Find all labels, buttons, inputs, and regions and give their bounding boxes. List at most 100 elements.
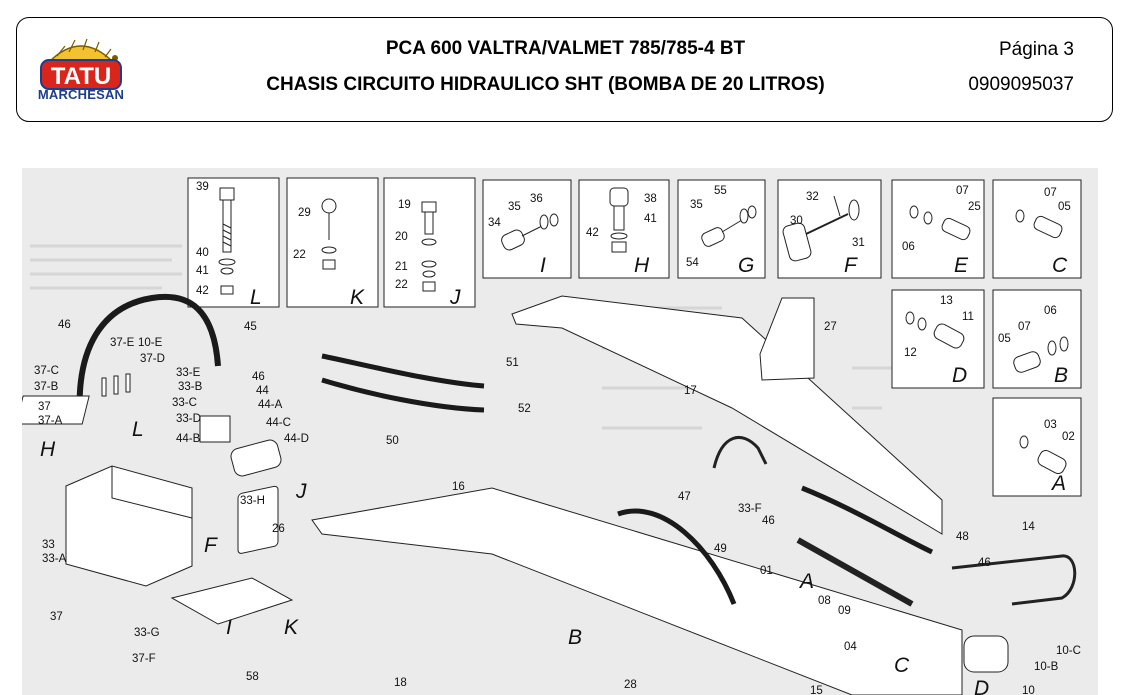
callout-50: 50 [386,435,399,447]
callout-10-C: 10-C [1056,645,1081,657]
callout-05: 05 [998,333,1011,345]
callout-26: 26 [272,523,285,535]
main-callouts: 46 37-E 10-E 37-D 37-C 37-B 37 37-A H 33… [34,319,1081,695]
arrow-letter-H: H [40,438,56,461]
arrow-letter-J: J [295,480,307,503]
callout-37: 37 [38,401,51,413]
callout-27: 27 [824,321,837,333]
tube-14 [951,554,1077,606]
callout-18: 18 [394,677,407,689]
callout-02: 02 [1062,431,1075,443]
arrow-letter-B: B [568,626,582,649]
callout-44-A: 44-A [258,399,283,411]
callout-16: 16 [452,481,465,493]
callout-46: 46 [978,557,991,569]
panel-letter-H: H [634,254,650,277]
document-title: PCA 600 VALTRA/VALMET 785/785-4 BT [385,38,746,59]
callout-04: 04 [844,641,857,653]
callout-49: 49 [714,543,727,555]
panel-letter-B: B [1054,364,1068,387]
callout-55: 55 [714,185,727,197]
detail-panel-I: 35 36 34 I [488,193,559,277]
shaft-08 [796,537,914,607]
callout-33-B: 33-B [178,381,203,393]
panel-letter-F: F [844,254,858,277]
callout-15: 15 [810,685,823,695]
panel-letter-J: J [449,286,461,309]
brand-name: MARCHESAN [37,87,125,102]
callout-35: 35 [690,199,703,211]
callout-11: 11 [962,311,974,323]
flow-valve-44 [199,415,282,477]
detail-panel-F: 32 30 31 F [782,191,865,277]
callout-33-A: 33-A [42,553,67,565]
detail-panel-H: 38 41 42 H [586,187,657,277]
callout-37: 37 [50,611,63,623]
callout-22: 22 [293,249,306,261]
panel-letter-D: D [952,364,967,387]
callout-21: 21 [395,261,408,273]
diagram-canvas: 39 40 41 42 L 29 22 K 19 20 21 2 [22,177,1082,695]
callout-28: 28 [624,679,637,691]
callout-13: 13 [940,295,953,307]
panel-letter-I: I [540,254,546,277]
hose-49 [617,508,737,605]
exploded-parts-diagram: 39 40 41 42 L 29 22 K 19 20 21 2 [22,168,1098,695]
arrow-letter-F: F [204,534,218,557]
callout-44-D: 44-D [284,433,309,445]
detail-panel-B: 06 07 05 B [998,305,1069,387]
callout-37-E: 37-E [110,337,135,349]
callout-03: 03 [1044,419,1057,431]
callout-06: 06 [902,241,915,253]
callout-39: 39 [196,181,209,193]
callout-44: 44 [256,385,269,397]
callout-33: 33 [42,539,55,551]
detail-panel-K: 29 22 K [293,198,365,309]
callout-33-E: 33-E [176,367,201,379]
callout-19: 19 [398,199,411,211]
callout-32: 32 [806,191,819,203]
callout-37-C: 37-C [34,365,59,377]
callout-33-H: 33-H [240,495,265,507]
callout-34: 34 [488,217,501,229]
arrow-letter-D: D [974,677,989,695]
control-valve-top [22,373,131,425]
callout-51: 51 [506,357,519,369]
detail-panel-D: 13 11 12 D [904,295,974,387]
callout-54: 54 [686,257,699,269]
panel-letter-L: L [250,286,262,309]
callout-42: 42 [586,227,599,239]
callout-46: 46 [252,371,265,383]
callout-41: 41 [196,265,209,277]
callout-25: 25 [968,201,981,213]
document-subtitle: CHASIS CIRCUITO HIDRAULICO SHT (BOMBA DE… [266,74,825,95]
detail-panel-E: 07 25 06 E [902,185,981,277]
callout-38: 38 [644,193,657,205]
panel-letter-A: A [1050,472,1066,495]
arrow-letter-I: I [226,616,232,639]
page-number: Página 3 [998,39,1074,60]
callout-07: 07 [956,185,969,197]
frame-16 [311,487,963,695]
callout-05: 05 [1058,201,1071,213]
callout-33-F: 33-F [738,503,762,515]
callout-37-F: 37-F [132,653,156,665]
armadillo-logo-icon: TATU [40,38,122,90]
detail-panel-G: 55 35 54 G [686,185,757,277]
callout-58: 58 [246,671,259,683]
callout-01: 01 [760,565,773,577]
callout-35: 35 [508,201,521,213]
arrow-letter-L: L [132,418,144,441]
hose-50-a [321,353,485,389]
brand-top-text: TATU [51,63,111,90]
callout-14: 14 [1022,521,1035,533]
callout-33-G: 33-G [134,627,160,639]
callout-37-A: 37-A [38,415,63,427]
callout-10: 10 [1022,685,1035,695]
hydraulic-pump-10 [963,635,1009,673]
callout-42: 42 [196,285,209,297]
callout-22: 22 [395,279,408,291]
callout-48: 48 [956,531,969,543]
panel-letter-E: E [954,254,969,277]
callout-47: 47 [678,491,691,503]
